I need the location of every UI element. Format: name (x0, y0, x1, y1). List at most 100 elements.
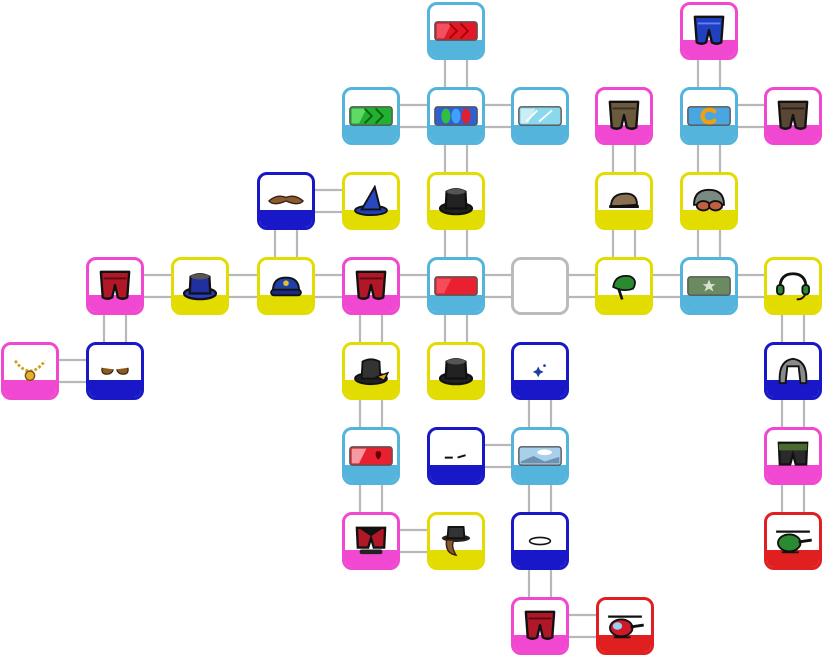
rarity-band (260, 295, 312, 312)
cosmicube-node-n04[interactable] (427, 87, 485, 145)
cosmicube-node-n21[interactable] (680, 257, 738, 315)
red-pants-icon (517, 603, 563, 649)
rarity-band (430, 40, 482, 57)
wizard-hat-icon (348, 178, 394, 224)
rarity-band (514, 465, 566, 482)
cosmicube-node-n17[interactable] (342, 257, 400, 315)
cosmicube-node-n35[interactable] (511, 512, 569, 570)
army-star-visor-icon (686, 263, 732, 309)
ice-visor-icon (517, 93, 563, 139)
blue-top-hat-icon (177, 263, 223, 309)
rarity-band (683, 125, 735, 142)
cosmicube-node-n15[interactable] (171, 257, 229, 315)
cosmicube-node-n30[interactable] (427, 427, 485, 485)
rarity-band (430, 380, 482, 397)
police-cap-icon (263, 263, 309, 309)
rarity-band (514, 550, 566, 567)
rarity-band (345, 295, 397, 312)
cosmicube-node-n37[interactable] (511, 597, 569, 655)
rarity-band (345, 465, 397, 482)
cosmicube-node-n24[interactable] (86, 342, 144, 400)
rarity-band (89, 380, 141, 397)
rarity-band (430, 125, 482, 142)
rarity-band (767, 550, 819, 567)
helmet-goggles-icon (686, 178, 732, 224)
cosmicube-node-n29[interactable] (342, 427, 400, 485)
camo-pants-icon (601, 93, 647, 139)
cosmicube-node-n18[interactable] (427, 257, 485, 315)
top-hat-bird-icon (348, 348, 394, 394)
green-helicopter-icon (770, 518, 816, 564)
cosmicube-node-n33[interactable] (342, 512, 400, 570)
rarity-band (430, 465, 482, 482)
cosmicube-node-n20[interactable] (595, 257, 653, 315)
headset-icon (770, 263, 816, 309)
rarity-band (598, 295, 650, 312)
cosmicube-node-n36[interactable] (764, 512, 822, 570)
cosmicube-node-n22[interactable] (764, 257, 822, 315)
rarity-band (260, 210, 312, 227)
rarity-band (345, 125, 397, 142)
rarity-band (430, 550, 482, 567)
eyes-icon (433, 433, 479, 479)
camo-shorts-icon (770, 433, 816, 479)
cosmicube-node-n23[interactable] (1, 342, 59, 400)
cosmicube-node-n12[interactable] (595, 172, 653, 230)
rarity-band (514, 125, 566, 142)
cosmicube-node-n31[interactable] (511, 427, 569, 485)
rarity-band (514, 635, 566, 652)
cosmicube-node-n38[interactable] (596, 597, 654, 655)
rarity-band (89, 295, 141, 312)
cosmicube-node-n02[interactable] (680, 2, 738, 60)
cosmicube-node-n09[interactable] (257, 172, 315, 230)
cosmicube-node-n16[interactable] (257, 257, 315, 315)
cosmicube-node-n26[interactable] (427, 342, 485, 400)
gold-necklace-icon (7, 348, 53, 394)
cosmicube-node-n32[interactable] (764, 427, 822, 485)
red-visor-icon (433, 263, 479, 309)
cosmicube-node-n05[interactable] (511, 87, 569, 145)
cosmicube-node-n03[interactable] (342, 87, 400, 145)
red-pants-icon (348, 263, 394, 309)
empty-slot (517, 263, 563, 309)
cosmicube-node-n13[interactable] (680, 172, 738, 230)
rarity-band (345, 210, 397, 227)
top-hat-hair-icon (433, 518, 479, 564)
cosmicube-node-n06[interactable] (595, 87, 653, 145)
cosmicube-node-n19[interactable] (511, 257, 569, 315)
brown-pants-icon (770, 93, 816, 139)
black-top-hat-icon (433, 178, 479, 224)
red-pants-icon (92, 263, 138, 309)
rarity-band (430, 295, 482, 312)
cosmicube-node-n01[interactable] (427, 2, 485, 60)
cosmicube-node-n27[interactable] (511, 342, 569, 400)
rarity-band (683, 210, 735, 227)
cosmicube-node-n28[interactable] (764, 342, 822, 400)
cosmicube-node-n08[interactable] (764, 87, 822, 145)
rarity-band (598, 210, 650, 227)
brown-mustache-icon (92, 348, 138, 394)
red-black-shorts-icon (348, 518, 394, 564)
cosmicube-node-n25[interactable] (342, 342, 400, 400)
gray-hair-icon (770, 348, 816, 394)
army-cap-icon (601, 178, 647, 224)
cosmicube-node-n34[interactable] (427, 512, 485, 570)
blue-pants-icon (686, 8, 732, 54)
rarity-band (767, 295, 819, 312)
rarity-band (4, 380, 56, 397)
sky-visor-icon (517, 433, 563, 479)
green-beret-icon (601, 263, 647, 309)
cosmicube-node-n11[interactable] (427, 172, 485, 230)
rarity-band (767, 125, 819, 142)
multi-gem-visor-icon (433, 93, 479, 139)
rarity-band (683, 40, 735, 57)
halo-icon (517, 518, 563, 564)
cosmicube-node-n07[interactable] (680, 87, 738, 145)
red-helicopter-icon (602, 603, 648, 649)
rarity-band (767, 465, 819, 482)
cosmicube-node-n10[interactable] (342, 172, 400, 230)
cosmicube-node-n14[interactable] (86, 257, 144, 315)
red-gem-visor-icon (433, 8, 479, 54)
rarity-band (683, 295, 735, 312)
